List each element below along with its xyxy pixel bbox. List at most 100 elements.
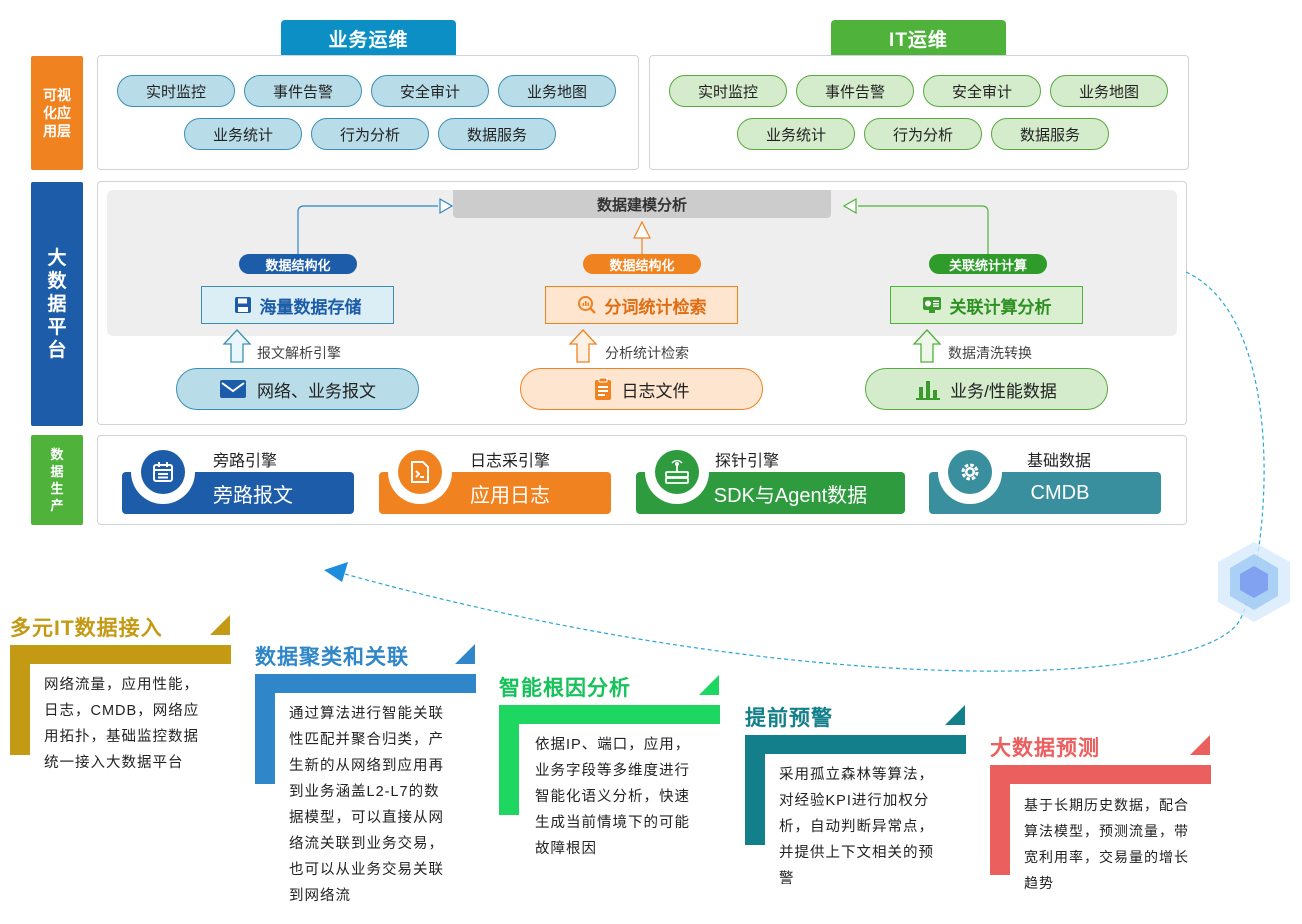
gear-icon xyxy=(958,460,982,484)
feature-1-line-4: 统一接入大数据平台 xyxy=(44,755,184,771)
source-business-performance[interactable]: 业务/性能数据 xyxy=(865,368,1108,410)
save-icon xyxy=(234,296,252,314)
it-app-data-service[interactable]: 数据服务 xyxy=(991,118,1109,150)
layer-bigdata-line-2: 数 xyxy=(47,270,67,292)
calendar-icon xyxy=(151,460,175,484)
calc-icon xyxy=(922,296,942,314)
feature-3-line-5: 故障根因 xyxy=(535,841,597,857)
layer-label-visual-app: 可视 化应 用层 xyxy=(31,56,83,170)
box-correlation-analysis-label: 关联计算分析 xyxy=(949,297,1052,317)
feature-3-line-4: 生成当前情境下的可能 xyxy=(535,815,690,831)
feature-2-line-7: 也可以从业务交易关联 xyxy=(289,862,444,878)
feature-4-line-5: 警 xyxy=(779,871,795,887)
bar-chart-icon xyxy=(916,378,941,400)
feature-3-line-3: 智能化语义分析，快速 xyxy=(535,789,690,805)
biz-app-business-map[interactable]: 业务地图 xyxy=(498,75,616,107)
feature-1-line-1: 网络流量，应用性能， xyxy=(44,677,199,693)
layer-prod-line-4: 产 xyxy=(50,498,64,513)
layer-prod-line-3: 生 xyxy=(50,481,64,496)
arrow-label-parse-engine: 报文解析引擎 xyxy=(257,345,341,361)
feature-title-early-warning: 提前预警 xyxy=(745,707,833,730)
it-app-realtime-monitor[interactable]: 实时监控 xyxy=(669,75,787,107)
layer-visual-line-3: 用层 xyxy=(43,123,71,139)
engine-caption-log: 日志采引擎 xyxy=(470,453,551,470)
business-apps-panel xyxy=(97,55,639,170)
engine-icon-bypass xyxy=(131,440,195,504)
it-app-event-alert[interactable]: 事件告警 xyxy=(796,75,914,107)
arrow-label-analysis-search: 分析统计检索 xyxy=(605,345,689,361)
biz-app-event-alert[interactable]: 事件告警 xyxy=(244,75,362,107)
source-network-business-msg[interactable]: 网络、业务报文 xyxy=(176,368,419,410)
arrow-label-clean-transform: 数据清洗转换 xyxy=(948,345,1032,361)
tab-business-ops[interactable]: 业务运维 xyxy=(281,20,456,56)
source-network-label: 网络、业务报文 xyxy=(257,381,376,401)
feature-corner-5 xyxy=(1190,735,1210,755)
engine-icon-probe xyxy=(645,440,709,504)
feature-2-line-1: 通过算法进行智能关联 xyxy=(289,706,444,722)
feature-2-line-2: 性匹配并聚合归类，产 xyxy=(289,732,444,748)
biz-app-data-service[interactable]: 数据服务 xyxy=(438,118,556,150)
data-modeling-bar: 数据建模分析 xyxy=(453,190,831,218)
biz-app-realtime-monitor[interactable]: 实时监控 xyxy=(117,75,235,107)
feature-5-line-3: 宽利用率，交易量的增长 xyxy=(1024,849,1189,865)
box-mass-storage[interactable]: 海量数据存储 xyxy=(201,286,394,324)
feature-2-line-8: 到网络流 xyxy=(289,888,351,904)
tag-data-structuring-center: 数据结构化 xyxy=(583,254,701,274)
layer-visual-line-2: 化应 xyxy=(43,105,71,121)
feature-title-root-cause: 智能根因分析 xyxy=(499,677,631,700)
engine-caption-bypass: 旁路引擎 xyxy=(213,453,278,470)
engine-caption-probe: 探针引擎 xyxy=(715,453,780,470)
layer-bigdata-line-3: 据 xyxy=(47,293,67,315)
it-app-security-audit[interactable]: 安全审计 xyxy=(923,75,1041,107)
layer-bigdata-line-4: 平 xyxy=(47,316,67,338)
box-correlation-analysis[interactable]: 关联计算分析 xyxy=(890,286,1083,324)
feature-text-3: 依据IP、端口，应用， 业务字段等多维度进行 智能化语义分析，快速 生成当前情境… xyxy=(519,724,720,864)
tag-correlation-calc: 关联统计计算 xyxy=(929,254,1047,274)
biz-app-behavior-analysis[interactable]: 行为分析 xyxy=(311,118,429,150)
it-apps-panel xyxy=(649,55,1189,170)
search-chart-icon xyxy=(577,295,597,315)
feature-5-line-1: 基于长期历史数据，配合 xyxy=(1024,797,1189,813)
feature-2-line-5: 据模型，可以直接从网 xyxy=(289,810,444,826)
feature-title-clustering: 数据聚类和关联 xyxy=(255,646,409,669)
source-log-label: 日志文件 xyxy=(621,381,690,401)
biz-app-security-audit[interactable]: 安全审计 xyxy=(371,75,489,107)
engine-icon-log xyxy=(388,440,452,504)
layer-bigdata-line-1: 大 xyxy=(47,247,67,269)
tab-it-ops[interactable]: IT运维 xyxy=(831,20,1006,56)
feature-4-line-4: 并提供上下文相关的预 xyxy=(779,845,934,861)
feature-3-line-2: 业务字段等多维度进行 xyxy=(535,763,690,779)
feature-2-line-4: 到业务涵盖L2-L7的数 xyxy=(289,784,440,800)
mail-icon xyxy=(219,379,247,399)
feature-4-line-3: 析，自动判断异常点， xyxy=(779,819,934,835)
feature-corner-4 xyxy=(945,705,965,725)
feature-2-line-3: 生新的从网络到应用再 xyxy=(289,758,444,774)
feature-text-2: 通过算法进行智能关联 性匹配并聚合归类，产 生新的从网络到应用再 到业务涵盖L2… xyxy=(275,693,476,913)
biz-app-business-stats[interactable]: 业务统计 xyxy=(184,118,302,150)
layer-prod-line-2: 据 xyxy=(50,464,64,479)
layer-label-production: 数 据 生 产 xyxy=(31,435,83,525)
feature-text-1: 网络流量，应用性能， 日志，CMDB，网络应 用拓扑，基础监控数据 统一接入大数… xyxy=(30,664,231,774)
box-segment-search-label: 分词统计检索 xyxy=(604,297,707,317)
feature-5-line-4: 趋势 xyxy=(1024,875,1054,891)
source-log-files[interactable]: 日志文件 xyxy=(520,368,763,410)
engine-caption-base-data: 基础数据 xyxy=(1027,453,1092,470)
tag-data-structuring-left: 数据结构化 xyxy=(239,254,357,274)
feature-1-line-3: 用拓扑，基础监控数据 xyxy=(44,729,199,745)
feature-corner-2 xyxy=(455,644,475,664)
it-app-business-map[interactable]: 业务地图 xyxy=(1050,75,1168,107)
box-segment-search[interactable]: 分词统计检索 xyxy=(545,286,738,324)
feature-title-prediction: 大数据预测 xyxy=(990,737,1100,760)
it-app-business-stats[interactable]: 业务统计 xyxy=(737,118,855,150)
feature-text-5: 基于长期历史数据，配合 算法模型，预测流量，带 宽利用率，交易量的增长 趋势 xyxy=(1010,784,1211,899)
document-icon xyxy=(594,377,612,401)
feature-corner-3 xyxy=(699,675,719,695)
feature-4-line-2: 对经验KPI进行加权分 xyxy=(779,793,930,809)
it-app-behavior-analysis[interactable]: 行为分析 xyxy=(864,118,982,150)
box-mass-storage-label: 海量数据存储 xyxy=(259,297,362,317)
feature-text-4: 采用孤立森林等算法， 对经验KPI进行加权分 析，自动判断异常点， 并提供上下文… xyxy=(765,754,966,894)
layer-prod-line-1: 数 xyxy=(50,447,64,462)
feature-1-line-2: 日志，CMDB，网络应 xyxy=(44,703,200,719)
feature-corner-1 xyxy=(210,615,230,635)
